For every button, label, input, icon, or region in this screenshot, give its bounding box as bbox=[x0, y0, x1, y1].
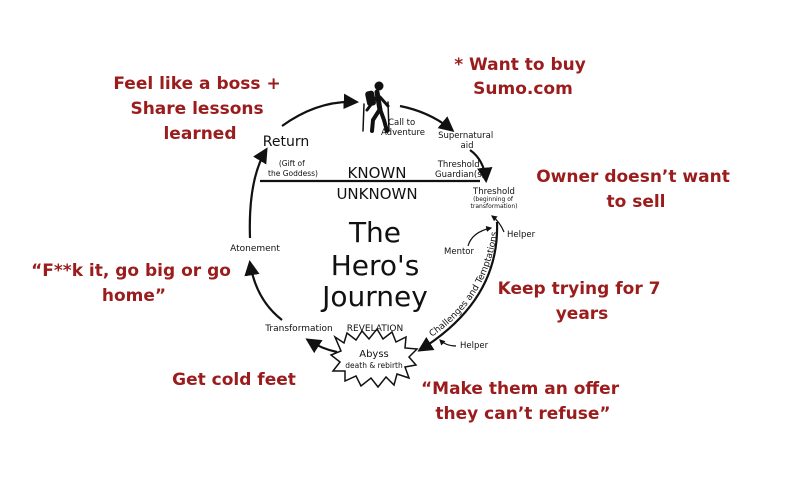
stage-labels: Call to Adventure Supernatural aid Thres… bbox=[230, 118, 536, 370]
arc-abyss-to-transformation bbox=[305, 338, 338, 354]
atonement-label: Atonement bbox=[230, 244, 280, 254]
keep-trying-line-2: years bbox=[556, 304, 609, 324]
svg-text:* Want to buy Sumo.com: * Want to buy Sumo.com bbox=[454, 55, 592, 99]
revelation-label: REVELATION bbox=[347, 324, 403, 334]
abyss-label: Abyss bbox=[359, 349, 389, 360]
gift-label-2: the Goddess) bbox=[268, 169, 318, 178]
owner-line-1: Owner doesn’t want bbox=[536, 167, 730, 187]
return-label: Return bbox=[263, 134, 309, 150]
svg-text:“F**k it, go big or go h: “F**k it, go big or go home” bbox=[31, 261, 237, 306]
journey-cycle bbox=[244, 93, 499, 354]
want-to-buy-line-1: * Want to buy bbox=[454, 55, 586, 75]
go-big-line-1: “F**k it, go big or go bbox=[31, 261, 231, 281]
svg-text:Supernatural aid: Supernatural aid bbox=[438, 131, 496, 151]
mentor-arrow bbox=[467, 226, 493, 247]
want-to-buy-line-2: Sumo.com bbox=[473, 79, 573, 99]
svg-text:Keep trying for 7 years: Keep trying for 7 years bbox=[498, 279, 667, 324]
unknown-label: UNKNOWN bbox=[336, 185, 417, 203]
svg-text:(Gift of the Goddess): (Gift of the Goddess) bbox=[268, 159, 318, 178]
arc-aid-to-guardians bbox=[469, 149, 493, 184]
svg-text:(beginning of transforma: (beginning of transformation) bbox=[471, 196, 518, 210]
supernatural-aid-label: Supernatural bbox=[438, 131, 493, 141]
offer-line-1: “Make them an offer bbox=[421, 379, 620, 399]
helper-lower-arrow bbox=[439, 339, 457, 347]
boss-line-3: learned bbox=[163, 124, 236, 144]
title-line-2: Hero's bbox=[331, 249, 420, 282]
helper-lower-label: Helper bbox=[460, 341, 489, 351]
call-to-adventure-label-2: Adventure bbox=[381, 128, 425, 138]
abyss-burst bbox=[329, 327, 419, 389]
cold-feet-line-1: Get cold feet bbox=[172, 370, 296, 390]
threshold-guardians-label: Threshold bbox=[437, 160, 480, 170]
gift-label: (Gift of bbox=[279, 159, 305, 168]
threshold-label: Threshold bbox=[472, 187, 515, 197]
story-annotations: * Want to buy Sumo.com Owner doesn’t wan… bbox=[31, 55, 736, 424]
call-to-adventure-label: Call to bbox=[388, 118, 415, 128]
owner-line-2: to sell bbox=[606, 192, 665, 212]
svg-text:Threshold Guardian(s): Threshold Guardian(s) bbox=[435, 160, 485, 180]
abyss-sub-label: death & rebirth bbox=[345, 361, 403, 370]
title-line-1: The bbox=[348, 216, 401, 249]
arc-return-to-call bbox=[281, 93, 360, 127]
svg-text:“Make them an offer they: “Make them an offer they can’t refuse” bbox=[421, 379, 625, 424]
helper-upper-arrow bbox=[491, 215, 505, 233]
svg-text:Owner doesn’t want to se: Owner doesn’t want to sell bbox=[536, 167, 736, 212]
arc-challenges bbox=[417, 221, 499, 352]
boss-line-2: Share lessons bbox=[130, 99, 263, 119]
boss-line-1: Feel like a boss + bbox=[113, 74, 280, 94]
go-big-line-2: home” bbox=[102, 286, 166, 306]
helper-arrows bbox=[439, 215, 505, 347]
offer-line-2: they can’t refuse” bbox=[435, 404, 610, 424]
threshold-guardians-label-2: Guardian(s) bbox=[435, 170, 485, 180]
arc-call-to-aid bbox=[399, 104, 455, 132]
keep-trying-line-1: Keep trying for 7 bbox=[498, 279, 661, 299]
mentor-label: Mentor bbox=[444, 247, 474, 257]
supernatural-aid-label-2: aid bbox=[461, 141, 474, 151]
known-label: KNOWN bbox=[348, 164, 407, 182]
threshold-sub-label: (beginning of bbox=[473, 196, 514, 203]
helper-upper-label: Helper bbox=[507, 230, 536, 240]
svg-text:Feel like a boss + Share: Feel like a boss + Share lessons learned bbox=[113, 74, 286, 144]
transformation-label: Transformation bbox=[264, 324, 333, 334]
arc-transformation-to-atonement bbox=[244, 259, 283, 321]
svg-text:Call to Adventure: Call to Adventure bbox=[381, 118, 425, 138]
title-line-3: Journey bbox=[320, 280, 428, 313]
hiker-icon bbox=[362, 81, 390, 133]
arc-atonement-to-return bbox=[248, 147, 268, 239]
threshold-sub-label-2: transformation) bbox=[471, 203, 518, 210]
